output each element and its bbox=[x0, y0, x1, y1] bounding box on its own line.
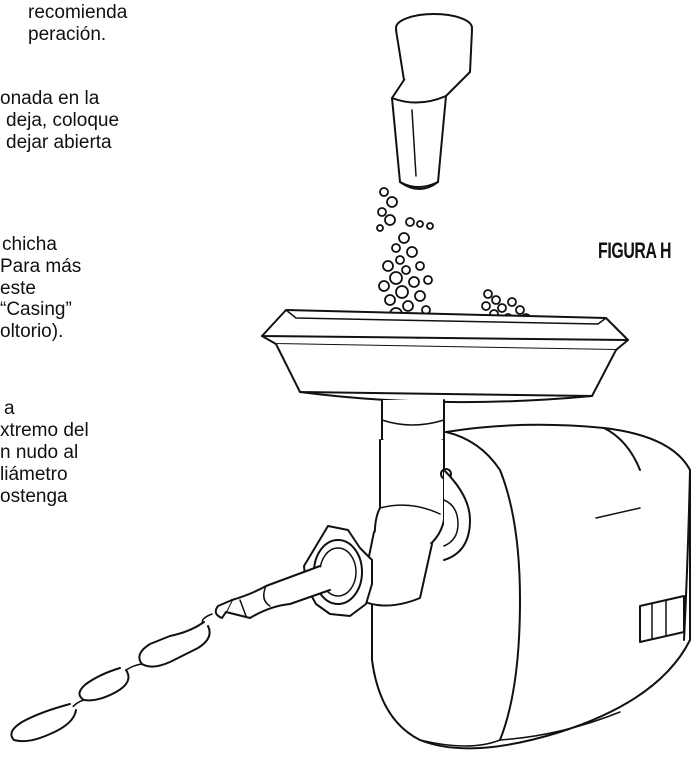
text-line: a bbox=[4, 398, 15, 419]
text-line: peración. bbox=[28, 24, 107, 45]
text-line: oltorio). bbox=[0, 321, 64, 342]
text-line: n nudo al bbox=[0, 442, 79, 463]
text-line: deja, coloque bbox=[6, 110, 120, 131]
sausage-links bbox=[10, 613, 213, 743]
hopper-tray bbox=[261, 309, 629, 404]
text-line: Para más bbox=[0, 256, 82, 277]
text-line: dejar abierta bbox=[6, 132, 112, 153]
text-line: ostenga bbox=[0, 486, 68, 507]
text-line: “Casing” bbox=[0, 299, 72, 320]
motor-housing bbox=[371, 423, 691, 750]
grinder-neck bbox=[381, 399, 445, 447]
text-line: onada en la bbox=[0, 88, 100, 109]
text-line: chicha bbox=[2, 234, 57, 255]
figure-label: FIGURA H bbox=[598, 238, 672, 263]
text-line: este bbox=[0, 278, 36, 299]
text-line: recomienda bbox=[28, 2, 128, 23]
food-pusher bbox=[391, 13, 473, 190]
text-line: liámetro bbox=[0, 464, 68, 485]
stuffing-tube bbox=[214, 565, 331, 619]
text-line: xtremo del bbox=[0, 420, 89, 441]
grinder-head bbox=[359, 439, 471, 607]
